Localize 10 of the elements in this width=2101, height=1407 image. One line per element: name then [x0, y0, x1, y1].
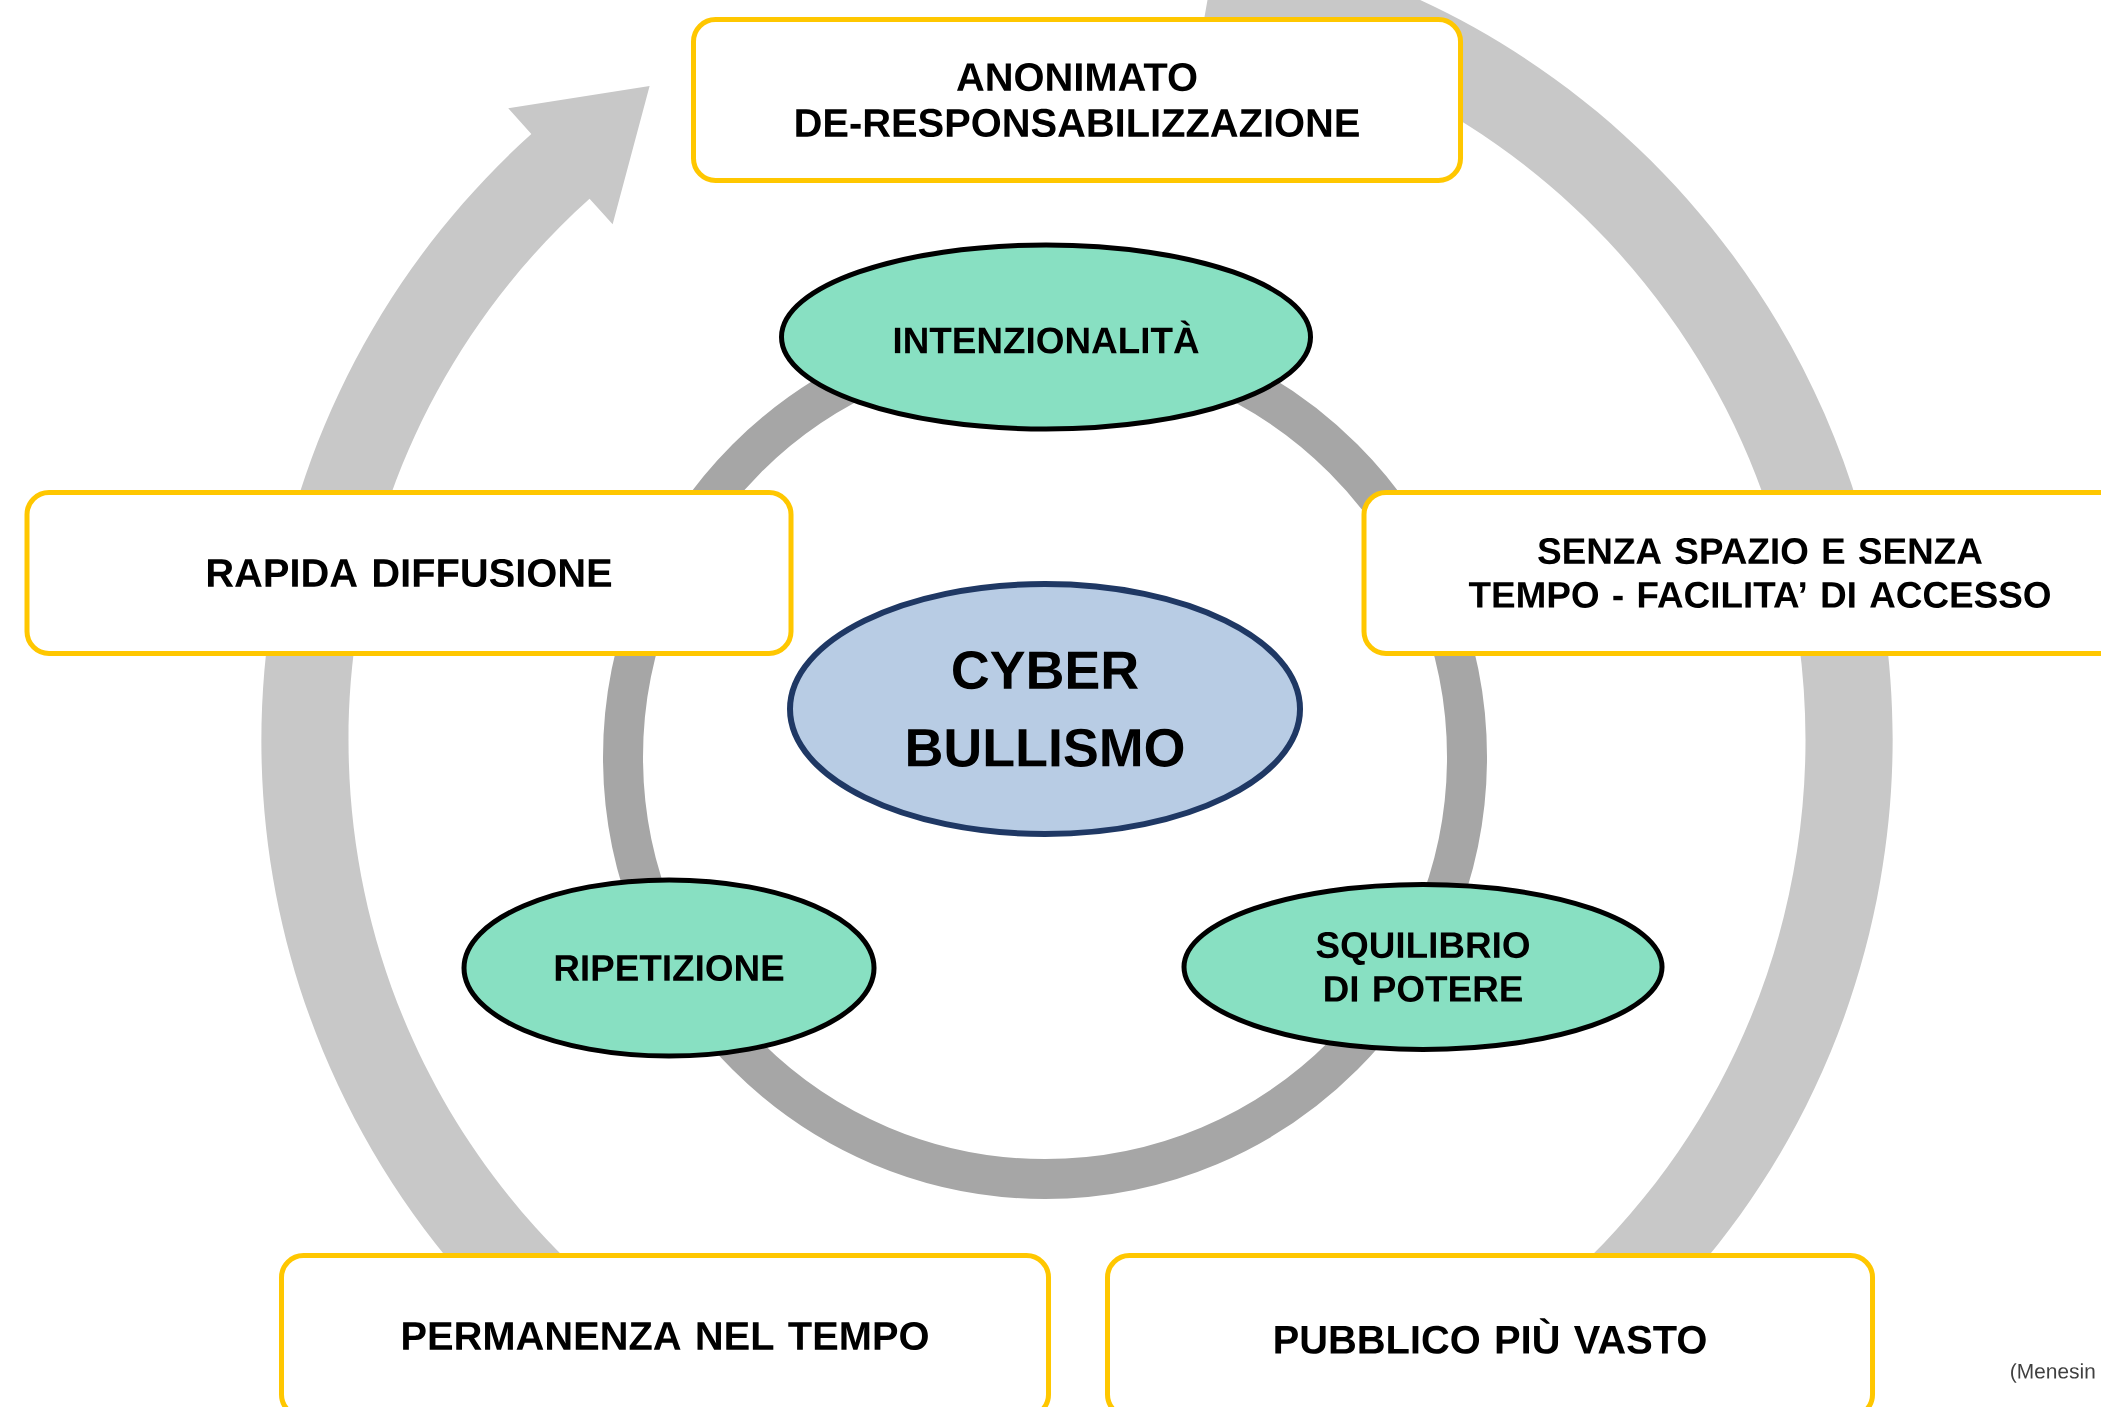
text-box: ANONIMATO DE-RESPONSABILIZZAZIONE: [691, 17, 1463, 183]
text-box: PERMANENZA NEL TEMPO: [279, 1253, 1051, 1407]
oval: INTENZIONALITÀ: [779, 242, 1313, 432]
citation-text: (Menesin: [2011, 1363, 2095, 1383]
oval: RIPETIZIONE: [461, 877, 877, 1059]
text-box: PUBBLICO PIÙ VASTO: [1105, 1253, 1875, 1407]
center-oval: CYBER BULLISMO: [787, 581, 1303, 837]
text-box: SENZA SPAZIO E SENZA TEMPO - FACILITA’ DI ACCESSO: [1361, 490, 2101, 656]
oval: SQUILIBRIO DI POTERE: [1181, 882, 1665, 1052]
text-box: RAPIDA DIFFUSIONE: [24, 490, 794, 656]
